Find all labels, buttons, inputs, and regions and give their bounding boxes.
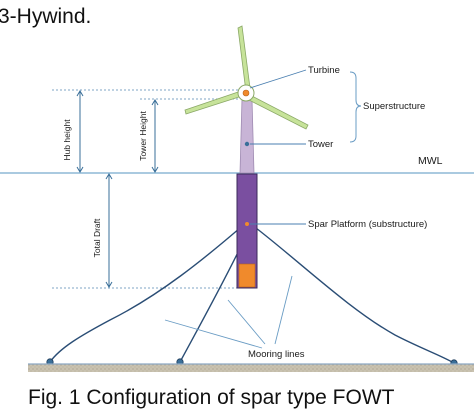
mwl-label: MWL: [418, 155, 443, 167]
callout-leaders: [249, 69, 307, 225]
hub-height-dimension: [76, 90, 84, 173]
tower-height-label: Tower Height: [138, 111, 148, 161]
hub-height-label: Hub height: [62, 119, 72, 161]
tower: [239, 98, 255, 174]
superstructure-label: Superstructure: [363, 101, 425, 112]
total-draft-dimension: [105, 173, 113, 288]
header-fragment: 3-Hywind.: [0, 5, 91, 28]
tower-label: Tower: [308, 139, 333, 150]
tower-height-dimension: [151, 99, 159, 173]
hub-center: [242, 89, 250, 97]
spar-marker: [245, 222, 249, 226]
ballast: [238, 263, 256, 288]
total-draft-label: Total Draft: [92, 218, 102, 257]
tower-marker: [244, 141, 250, 147]
superstructure-brace: [349, 71, 362, 143]
turbine-label: Turbine: [308, 65, 340, 76]
mooring-lines-label: Mooring lines: [248, 349, 305, 360]
figure-caption: Fig. 1 Configuration of spar type FOWT: [28, 386, 395, 409]
spar-platform-label: Spar Platform (substructure): [308, 219, 427, 230]
spar-platform: [236, 173, 258, 289]
seabed: [28, 364, 474, 372]
mooring-callout: [164, 275, 293, 349]
